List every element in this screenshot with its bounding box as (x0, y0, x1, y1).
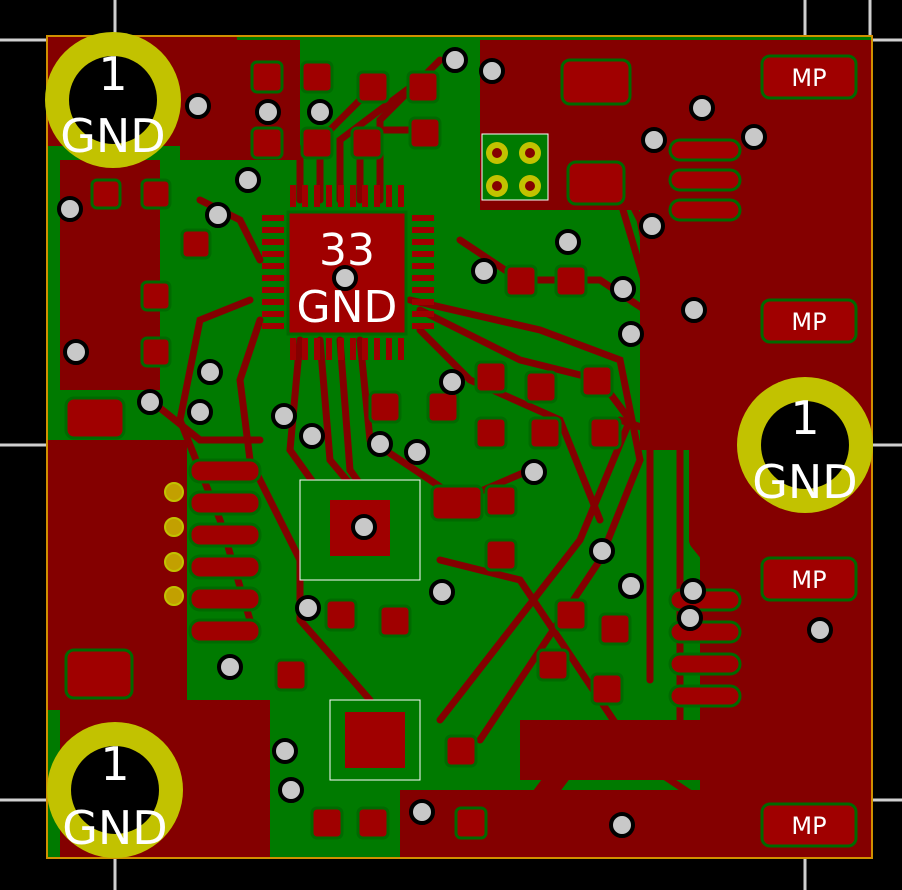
thru-vias (164, 482, 184, 606)
mp-pads[interactable]: MP MP MP MP (760, 54, 858, 848)
smd-pads (64, 58, 632, 840)
header-pins[interactable] (481, 133, 549, 201)
mp-pad-1[interactable] (760, 54, 858, 100)
mounting-hole-1[interactable]: 1 GND (45, 32, 181, 168)
mounting-hole-2-pin: 1 (790, 391, 819, 445)
mp-pad-4[interactable] (760, 802, 858, 848)
mp-pad-3[interactable] (760, 556, 858, 602)
secondary-ic[interactable] (299, 479, 421, 781)
mounting-hole-3-net: GND (62, 801, 167, 855)
mp-pad-3-label: MP (791, 566, 826, 594)
vias (57, 47, 833, 838)
power-trace (529, 260, 761, 858)
connector-fingers (188, 138, 742, 708)
mounting-hole-3[interactable]: 1 GND (47, 722, 183, 858)
mounting-hole-1-pin: 1 (98, 47, 127, 101)
mounting-hole-3-pin: 1 (100, 737, 129, 791)
mp-pad-2-label: MP (791, 308, 826, 336)
mp-pad-2[interactable] (760, 298, 858, 344)
mp-pad-1-label: MP (791, 64, 826, 92)
mounting-hole-2-net: GND (752, 455, 857, 509)
mounting-hole-2[interactable]: 1 GND (737, 377, 873, 513)
ic-pins (262, 185, 434, 360)
mp-pad-4-label: MP (791, 812, 826, 840)
mounting-hole-1-net: GND (60, 109, 165, 163)
